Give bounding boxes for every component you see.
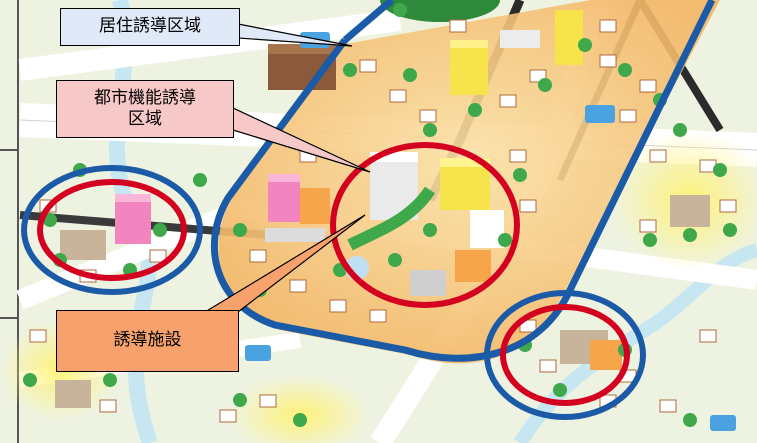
residential-zone-text: 居住誘導区域 [99, 16, 201, 37]
urban-function-zone-text-line2: 区域 [128, 109, 162, 129]
station-canopy [347, 186, 435, 251]
urban-function-zone-label: 都市機能誘導 区域 [56, 80, 234, 138]
urban-function-zone-southeast [500, 304, 630, 406]
residential-zone-boundary-southeast [484, 290, 646, 420]
bus [585, 105, 615, 123]
residential-zone-label: 居住誘導区域 [60, 8, 240, 46]
urban-function-zone-center [330, 142, 520, 308]
glow-area [230, 375, 370, 443]
induced-facility-label: 誘導施設 [56, 310, 239, 372]
residential-zone-boundary-west [21, 165, 203, 295]
urban-function-zone-text-line1: 都市機能誘導 [94, 87, 196, 108]
urban-function-zone-west [37, 179, 187, 281]
residential-zone-boundary [211, 0, 716, 362]
bus [245, 345, 271, 361]
buildings-cluster [55, 10, 710, 408]
induced-facility-text: 誘導施設 [113, 330, 182, 351]
trees [23, 3, 737, 427]
bus [710, 415, 736, 431]
park [380, 0, 500, 22]
